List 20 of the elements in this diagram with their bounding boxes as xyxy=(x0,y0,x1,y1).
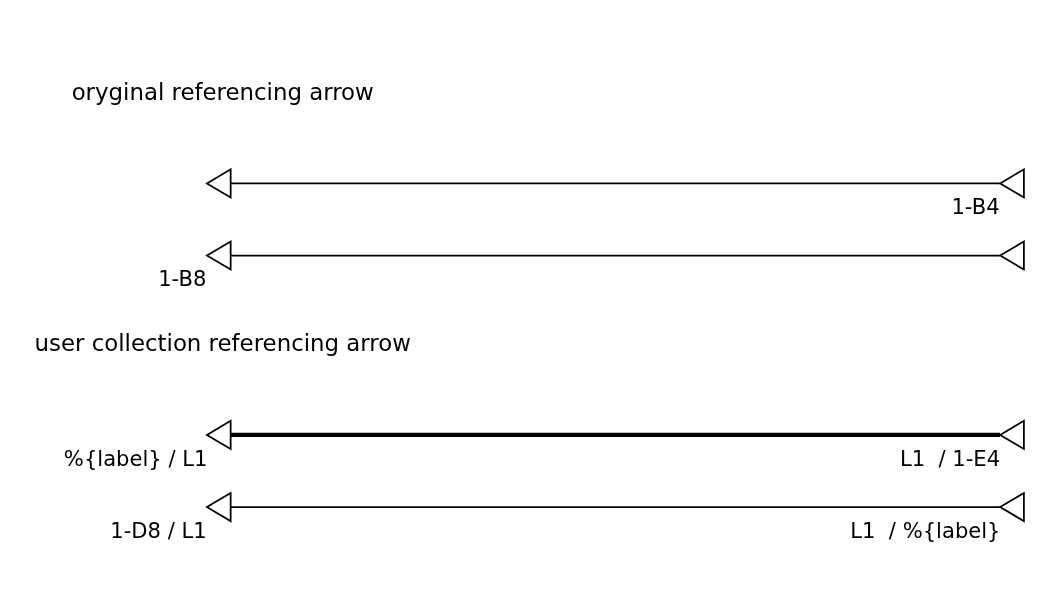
node-triangle xyxy=(998,239,1025,272)
label: user collection referencing arrow xyxy=(34,330,411,357)
connector xyxy=(229,506,1001,508)
node-triangle xyxy=(205,239,232,272)
node-label: L1 / %{label} xyxy=(850,517,1001,543)
node-triangle xyxy=(998,167,1025,199)
node-label: 1-B4 xyxy=(951,194,1000,220)
node-label: 1-D8 / L1 xyxy=(110,517,207,543)
node-triangle xyxy=(998,491,1025,523)
connector xyxy=(229,182,1001,185)
node-label: L1 / 1-E4 xyxy=(899,445,1001,471)
connector xyxy=(230,432,1001,438)
label: oryginal referencing arrow xyxy=(71,78,374,105)
node-triangle xyxy=(205,491,232,523)
node-triangle xyxy=(998,419,1025,451)
connector xyxy=(229,254,1001,257)
node-label: 1-B8 xyxy=(158,266,207,292)
node-triangle xyxy=(205,419,232,451)
node-triangle xyxy=(205,167,232,199)
node-label: %{label} / L1 xyxy=(63,445,208,471)
